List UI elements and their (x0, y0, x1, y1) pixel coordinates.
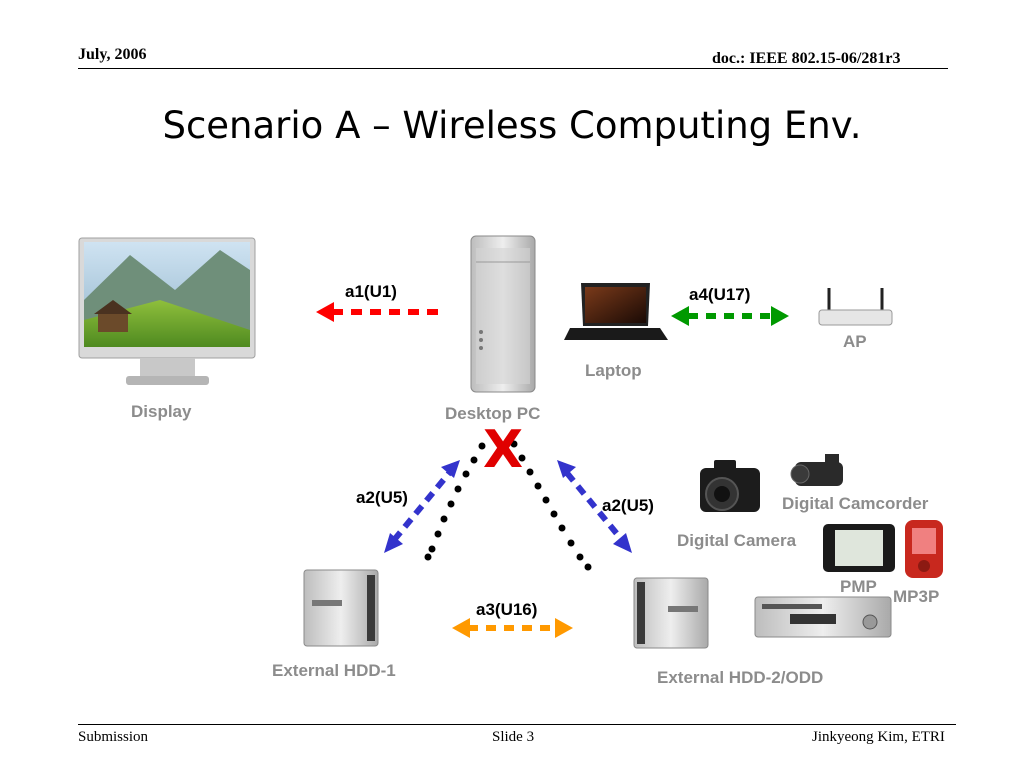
footer-slide-number: Slide 3 (492, 729, 535, 745)
label-hdd-2: External HDD-2/ODD (657, 668, 824, 687)
blocked-path-left (424, 442, 486, 561)
label-camcorder: Digital Camcorder (782, 494, 929, 513)
label-desktop-pc: Desktop PC (445, 404, 541, 423)
optical-player-icon (754, 596, 892, 638)
label-link-a1: a1(U1) (345, 282, 397, 301)
label-laptop: Laptop (585, 361, 642, 380)
label-link-a3: a3(U16) (476, 600, 538, 619)
desktop-pc-icon (470, 235, 536, 393)
link-a1-arrow (316, 302, 438, 322)
footer-rule (78, 724, 956, 725)
mp3p-icon (905, 520, 943, 578)
digital-camcorder-icon (790, 454, 843, 486)
footer-submission: Submission (78, 729, 149, 745)
header-rule (78, 68, 948, 69)
link-a4-arrow (671, 306, 789, 326)
header-doc-id: doc.: IEEE 802.15-06/281r3 (712, 50, 901, 67)
label-camera: Digital Camera (677, 531, 797, 550)
external-hdd-1-icon (303, 569, 379, 647)
display-monitor-icon (78, 237, 256, 385)
blocked-x-icon: X (483, 420, 524, 480)
laptop-icon (564, 283, 668, 340)
link-a2-right-arrow (557, 460, 632, 553)
label-link-a2-left: a2(U5) (356, 488, 408, 507)
label-ap: AP (843, 332, 867, 351)
label-hdd-1: External HDD-1 (272, 661, 396, 680)
link-a2-left-arrow (384, 460, 460, 553)
external-hdd-2-icon (633, 577, 709, 649)
header-date: July, 2006 (78, 46, 147, 63)
access-point-icon (818, 288, 893, 326)
label-display: Display (131, 402, 192, 421)
label-link-a4: a4(U17) (689, 285, 751, 304)
label-pmp: PMP (840, 577, 877, 596)
pmp-icon (823, 524, 895, 572)
slide-title: Scenario A – Wireless Computing Env. (162, 104, 862, 147)
label-mp3p: MP3P (893, 587, 940, 606)
digital-camera-icon (700, 460, 760, 512)
blocked-path-right (510, 440, 592, 571)
footer-author: Jinkyeong Kim, ETRI (812, 729, 945, 745)
link-a3-arrow (452, 618, 573, 638)
label-link-a2-right: a2(U5) (602, 496, 654, 515)
